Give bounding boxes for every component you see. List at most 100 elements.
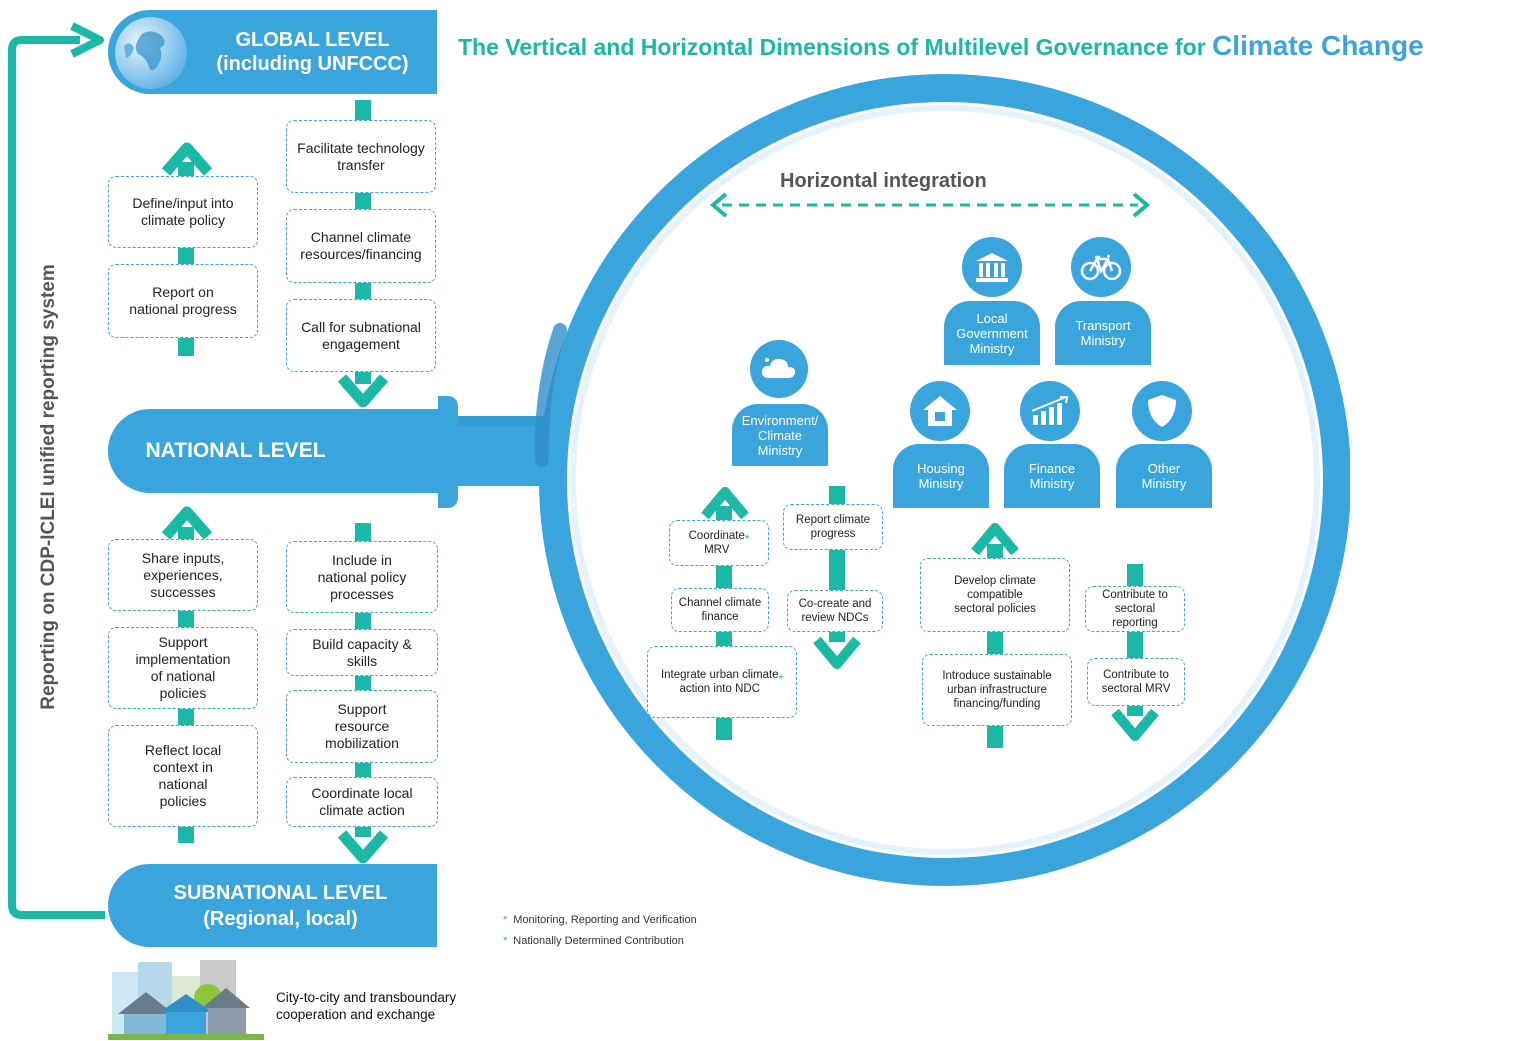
box-label: Channel climate resources/financing <box>300 229 422 262</box>
arrow-up-icon <box>161 506 213 540</box>
lower-right-box-1: Include in national policy processes <box>286 541 438 613</box>
connector <box>355 193 371 209</box>
housing-ministry-avatar <box>910 381 970 441</box>
national-level-banner: NATIONAL LEVEL <box>108 409 453 493</box>
city-icon <box>108 960 264 1040</box>
box-label: Call for subnational engagement <box>301 318 421 352</box>
connector <box>178 338 194 356</box>
connector <box>355 100 371 120</box>
connector <box>178 527 194 539</box>
connector <box>355 676 371 690</box>
box-label: Report on national progress <box>129 284 237 317</box>
government-building-icon <box>976 253 1008 282</box>
box-label: Share inputs, experiences, successes <box>141 549 225 600</box>
bicycle-icon <box>1080 254 1122 281</box>
reporting-loop-arrow <box>8 22 105 919</box>
connector <box>178 709 194 725</box>
box-label: Integrate urban climate action into NDC <box>660 669 779 695</box>
finance-ministry-avatar <box>1020 381 1080 441</box>
globe-icon <box>115 17 187 89</box>
arrow-up-icon <box>701 487 749 520</box>
ministry-label: Local Government Ministry <box>956 310 1028 356</box>
lower-left-box-2: Support implementation of national polic… <box>108 627 258 709</box>
upper-right-box-1: Facilitate technology transfer <box>286 120 436 193</box>
box-label: Facilitate technology transfer <box>297 139 425 173</box>
footnote-marker: * <box>778 674 784 686</box>
title-highlight: Climate Change <box>1212 30 1424 61</box>
box-label: Define/input into climate policy <box>132 195 234 228</box>
environment-ministry-avatar <box>750 340 808 398</box>
box-label: Report climate progress <box>795 514 871 540</box>
connector <box>178 248 194 264</box>
connector <box>987 544 1003 558</box>
magnifier-lens <box>440 74 1350 886</box>
lower-left-box-1: Share inputs, experiences, successes <box>108 539 258 611</box>
connector <box>355 613 371 629</box>
footnote-marker: * <box>503 914 508 926</box>
box-label: Build capacity & skills <box>312 635 412 669</box>
box-label: Include in national policy processes <box>317 551 407 602</box>
arrow-down-icon <box>337 830 389 864</box>
footnote-text: Nationally Determined Contribution <box>513 935 684 947</box>
subnational-level-label: SUBNATIONAL LEVEL (Regional, local) <box>173 881 388 930</box>
connector <box>987 632 1003 654</box>
connector <box>355 283 371 299</box>
box-label: Support implementation of national polic… <box>135 634 231 701</box>
arrow-down-icon <box>813 636 861 669</box>
sector-up-box-1: Develop climate compatible sectoral poli… <box>920 558 1070 632</box>
connector <box>178 611 194 627</box>
lower-right-box-3: Support resource mobilization <box>286 690 438 763</box>
horizontal-integration-label: Horizontal integration <box>780 170 987 192</box>
other-ministry-avatar <box>1132 381 1192 441</box>
lower-right-box-2: Build capacity & skills <box>286 629 438 676</box>
connector <box>355 523 371 541</box>
env-up-box-3: Integrate urban climate action into NDC* <box>647 646 797 718</box>
footnote-marker: * <box>503 935 508 947</box>
connector <box>1127 564 1143 586</box>
shield-icon <box>1148 395 1176 427</box>
subnational-level-banner: SUBNATIONAL LEVEL (Regional, local) <box>108 864 437 947</box>
connector <box>716 632 732 646</box>
connector <box>355 372 371 384</box>
footnote-ndc: * Nationally Determined Contribution <box>503 935 684 947</box>
upper-right-box-3: Call for subnational engagement <box>286 299 436 372</box>
environment-ministry: Environment/ Climate Ministry <box>732 404 828 466</box>
footnote-marker: * <box>744 534 750 546</box>
ministry-label: Environment/ Climate Ministry <box>741 412 819 458</box>
housing-ministry: Housing Ministry <box>893 444 989 508</box>
env-down-box-1: Report climate progress <box>783 504 883 550</box>
arrow-up-icon <box>971 523 1019 556</box>
connector <box>178 827 194 843</box>
global-level-label: GLOBAL LEVEL (including UNFCCC) <box>216 29 409 75</box>
national-level-label: NATIONAL LEVEL <box>145 439 326 462</box>
env-up-box-2: Channel climate finance <box>671 588 769 632</box>
box-label: Support resource mobilization <box>325 701 399 751</box>
upper-left-box-2: Report on national progress <box>108 264 258 338</box>
side-label: Reporting on CDP-ICLEI unified reporting… <box>38 264 59 710</box>
lower-left-box-3: Reflect local context in national polici… <box>108 725 258 827</box>
upper-right-box-2: Channel climate resources/financing <box>286 209 436 283</box>
arrow-up-icon <box>161 142 213 176</box>
local-government-ministry: Local Government Ministry <box>944 301 1040 365</box>
transport-ministry-avatar <box>1071 237 1131 297</box>
footnote-text: Monitoring, Reporting and Verification <box>513 914 697 926</box>
sector-down-box-2: Contribute to sectoral MRV <box>1087 658 1185 706</box>
horizontal-double-arrow <box>709 192 1151 218</box>
connector <box>987 726 1003 748</box>
box-label: Coordinate local climate action <box>311 785 413 818</box>
connector <box>716 506 732 520</box>
ministry-label: Finance Ministry <box>1028 461 1076 491</box>
local-government-ministry-avatar <box>962 237 1022 297</box>
sector-up-box-2: Introduce sustainable urban infrastructu… <box>922 654 1072 726</box>
box-label: Coordinate MRV <box>688 530 745 556</box>
cloud-icon <box>761 358 796 378</box>
chart-icon <box>1031 396 1069 425</box>
lens-handle-cap <box>438 396 458 508</box>
connector <box>1127 632 1143 658</box>
house-icon <box>923 396 957 426</box>
box-label: Channel climate finance <box>678 597 762 623</box>
box-label: Develop climate compatible sectoral poli… <box>954 575 1036 615</box>
ministry-label: Other Ministry <box>1141 461 1187 491</box>
title-main: The Vertical and Horizontal Dimensions o… <box>458 34 1213 60</box>
city-cooperation-label: City-to-city and transboundary cooperati… <box>276 990 457 1022</box>
